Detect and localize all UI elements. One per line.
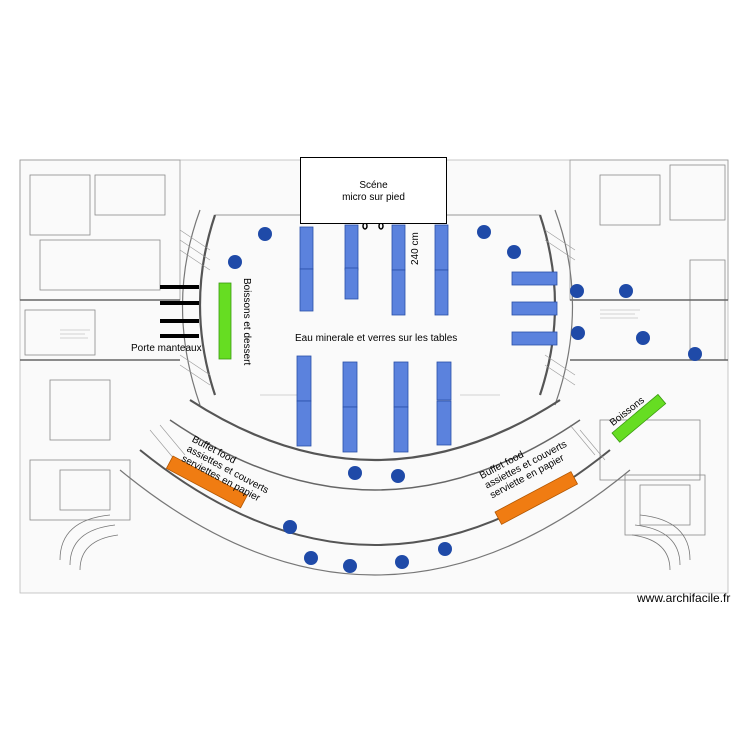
coat-rack-bar-3 [160, 319, 199, 323]
table-11 [342, 361, 358, 408]
seat-dot-7 [571, 326, 585, 340]
table-1 [299, 226, 314, 270]
table-2 [299, 268, 314, 312]
seat-dot-8 [636, 331, 650, 345]
seat-dot-9 [688, 347, 702, 361]
watermark: www.archifacile.fr [637, 591, 731, 605]
table-4 [344, 267, 359, 300]
seat-dot-10 [348, 466, 362, 480]
seat-dot-16 [438, 542, 452, 556]
coat-rack-bar-2 [160, 301, 199, 305]
fixtures-layer [165, 282, 667, 525]
coat-rack-bar-1 [160, 285, 199, 289]
seats-layer [228, 225, 702, 573]
table-9 [296, 355, 312, 402]
dimension-label: 240 cm [410, 232, 421, 265]
coat-rack-label: Porte manteaux [131, 343, 202, 354]
drinks-table [611, 393, 667, 443]
coat-rack-bar-4 [160, 334, 199, 338]
table-18 [511, 301, 558, 316]
table-13 [393, 361, 409, 408]
table-10 [296, 400, 312, 447]
seat-dot-2 [228, 255, 242, 269]
architectural-plan-background [19, 159, 729, 594]
buffet-left-table [165, 455, 248, 509]
seat-dot-3 [477, 225, 491, 239]
tables-layer [296, 224, 558, 453]
seat-dot-13 [304, 551, 318, 565]
table-3 [344, 224, 359, 271]
table-14 [393, 406, 409, 453]
coat-rack [160, 285, 199, 338]
stage-subtitle: micro sur pied [342, 192, 405, 203]
water-label: Eau minerale et verres sur les tables [295, 333, 458, 344]
drinks-dessert-label: Boissons et dessert [241, 278, 252, 366]
table-16 [436, 400, 452, 446]
stage-title: Scéne [359, 180, 388, 191]
drinks-dessert-table [218, 282, 232, 360]
stage: Scéne micro sur pied [300, 157, 447, 224]
table-12 [342, 406, 358, 453]
table-5 [391, 224, 406, 271]
table-19 [511, 331, 558, 346]
buffet-right-table [494, 471, 579, 525]
seat-dot-6 [619, 284, 633, 298]
seat-dot-15 [395, 555, 409, 569]
seat-dot-11 [391, 469, 405, 483]
table-15 [436, 361, 452, 401]
table-8 [434, 269, 449, 316]
seat-dot-12 [283, 520, 297, 534]
seat-dot-5 [570, 284, 584, 298]
seat-dot-1 [258, 227, 272, 241]
table-6 [391, 269, 406, 316]
table-17 [511, 271, 558, 286]
seat-dot-4 [507, 245, 521, 259]
table-7 [434, 224, 449, 271]
seat-dot-14 [343, 559, 357, 573]
